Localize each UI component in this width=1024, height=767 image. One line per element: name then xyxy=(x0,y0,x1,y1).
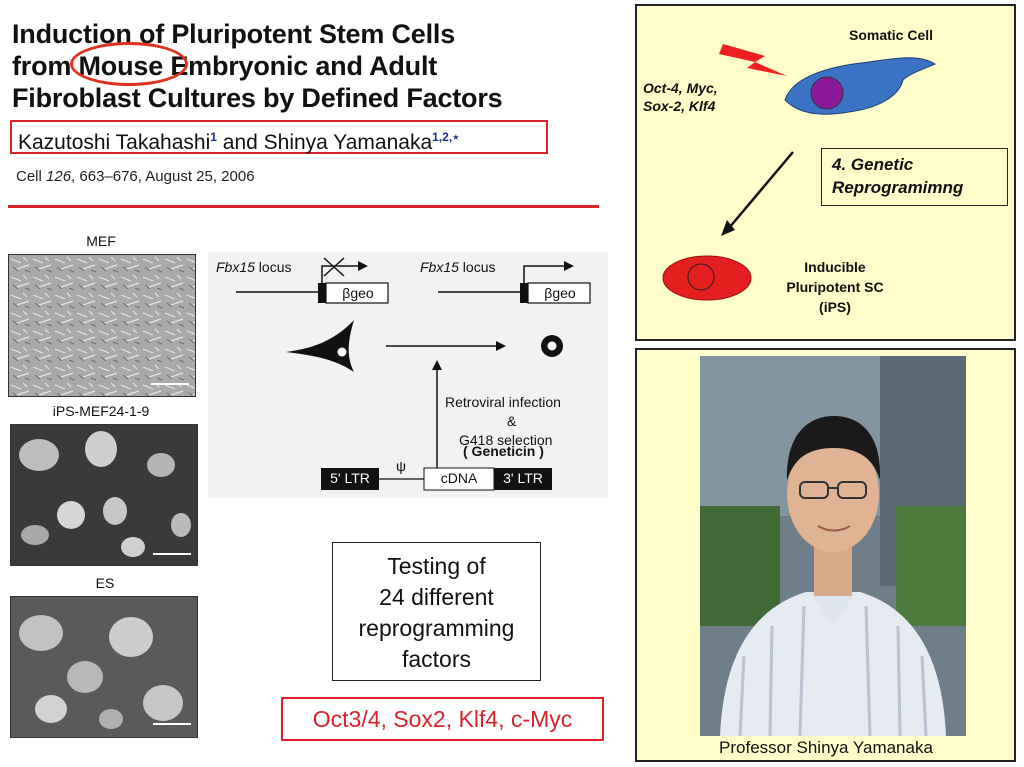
lightning-icon xyxy=(719,44,787,76)
locus-right-label: Fbx15 locus xyxy=(420,259,496,275)
highlight-oval xyxy=(70,42,188,86)
psi-label: ψ xyxy=(396,458,406,474)
title-line-2: from Mouse Embryonic and Adult xyxy=(12,51,438,81)
scale-bar xyxy=(153,723,191,725)
factors-box: Oct3/4, Sox2, Klf4, c-Myc xyxy=(281,697,604,741)
scale-bar xyxy=(153,553,191,555)
bgeo-right: βgeo xyxy=(544,285,576,301)
es-label: ES xyxy=(95,575,115,591)
somatic-cell-label: Somatic Cell xyxy=(848,27,934,43)
ips-colonies xyxy=(19,431,191,557)
mef-texture xyxy=(9,255,195,396)
factors-list: Oct-4, Myc, Sox-2, Klf4 xyxy=(643,80,718,114)
es-micrograph xyxy=(10,596,198,738)
es-colonies xyxy=(19,615,183,729)
portrait-illustration xyxy=(700,356,966,736)
divider-line xyxy=(8,205,599,208)
ips-micrograph xyxy=(10,424,198,566)
locus-left-label: Fbx15 locus xyxy=(216,259,292,275)
title-line-3: Fibroblast Cultures by Defined Factors xyxy=(12,83,503,113)
scale-bar xyxy=(151,383,189,385)
author-2: and Shinya Yamanaka xyxy=(216,131,433,154)
infection-text: Retroviral infection & G418 selection xyxy=(445,394,561,448)
title-line-1: Induction of Pluripotent Stem Cells xyxy=(12,19,456,49)
bgeo-left: βgeo xyxy=(342,285,374,301)
photo-caption: Professor Shinya Yamanaka xyxy=(719,738,933,757)
ltr5-label: 5' LTR xyxy=(330,470,370,486)
paper-title: Induction of Pluripotent Stem Cells from… xyxy=(12,18,503,114)
authors-box: Kazutoshi Takahashi1 and Shinya Yamanaka… xyxy=(10,120,548,154)
cdna-label: cDNA xyxy=(440,470,478,486)
ips-cell-label: Inducible Pluripotent SC (iPS) xyxy=(786,259,884,315)
genetic-reprogramming-box: 4. Genetic Reprogramimng xyxy=(821,148,1008,206)
ips-label: iPS-MEF24-1-9 xyxy=(52,403,150,419)
mef-micrograph xyxy=(8,254,196,397)
mef-label: MEF xyxy=(86,233,116,249)
citation: Cell 126, 663–676, August 25, 2006 xyxy=(16,168,255,185)
testing-box: Testing of 24 different reprogramming fa… xyxy=(332,542,541,681)
geneticin-label: ( Geneticin ) xyxy=(463,443,544,459)
ltr3-label: 3' LTR xyxy=(503,470,543,486)
portrait-photo xyxy=(700,356,966,736)
reprogramming-graphics xyxy=(662,44,937,301)
author-1: Kazutoshi Takahashi xyxy=(18,131,211,154)
diagram-graphics xyxy=(236,257,591,491)
